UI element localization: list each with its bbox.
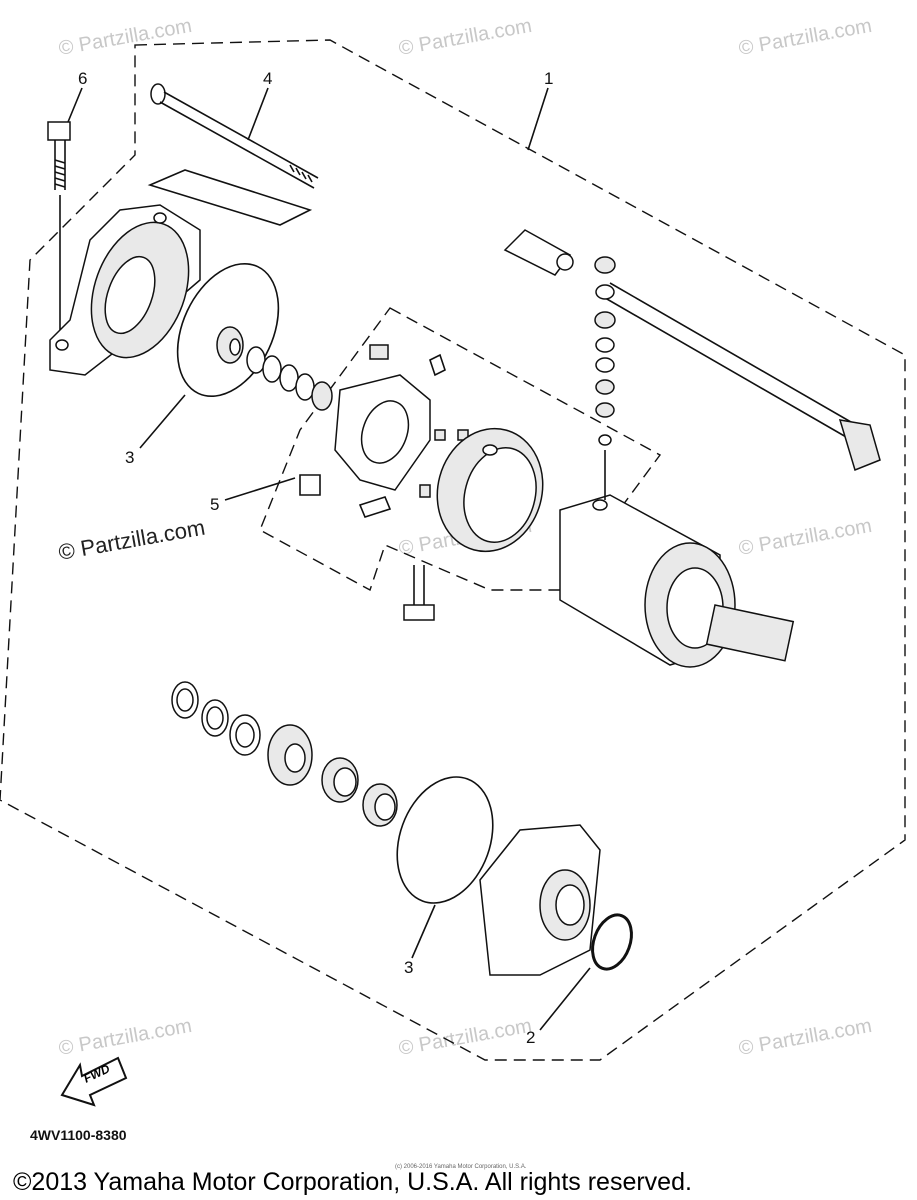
- through-bolt: [147, 83, 319, 226]
- callout-3-lower: 3: [404, 958, 413, 977]
- lead-wire: [503, 229, 881, 472]
- watermark: © Partzilla.com: [397, 1015, 534, 1060]
- watermark-dark: © Partzilla.com: [57, 515, 207, 565]
- leader-lines: [67, 87, 591, 1031]
- assembly-boundary: [0, 39, 906, 1061]
- callout-2: 2: [526, 1028, 535, 1047]
- small-copyright: (c) 2006-2016 Yamaha Motor Corporation, …: [395, 1164, 527, 1170]
- fwd-arrow-icon: FWD: [60, 1056, 128, 1107]
- callout-6: 6: [78, 69, 87, 88]
- watermark: © Partzilla.com: [57, 15, 194, 60]
- rear-washers: [216, 326, 333, 411]
- front-cover: [479, 824, 601, 976]
- part-code: 4WV1100-8380: [30, 1127, 127, 1143]
- brush-assembly-boundary: [259, 307, 662, 592]
- o-ring-lower: [396, 776, 494, 904]
- callout-3-upper: 3: [125, 448, 134, 467]
- brush-holder: [299, 344, 469, 518]
- callout-5: 5: [210, 495, 219, 514]
- watermark: © Partzilla.com: [737, 1015, 874, 1060]
- copyright-notice: ©2013 Yamaha Motor Corporation, U.S.A. A…: [13, 1168, 692, 1196]
- terminal-nuts: [594, 256, 616, 500]
- front-washers: [171, 681, 398, 827]
- callout-1: 1: [544, 69, 553, 88]
- watermark: © Partzilla.com: [737, 15, 874, 60]
- flange-bolt: [47, 121, 71, 340]
- rear-cover: [49, 204, 201, 376]
- watermark: © Partzilla.com: [397, 15, 534, 60]
- o-ring-small: [591, 913, 633, 971]
- yoke-ring: [436, 427, 544, 553]
- watermark: © Partzilla.com: [737, 515, 874, 560]
- watermark: © Partzilla.com: [57, 1015, 194, 1060]
- brush-bolt: [403, 565, 435, 621]
- callout-4: 4: [263, 69, 272, 88]
- motor-body: [559, 494, 795, 668]
- o-ring-upper: [176, 262, 280, 398]
